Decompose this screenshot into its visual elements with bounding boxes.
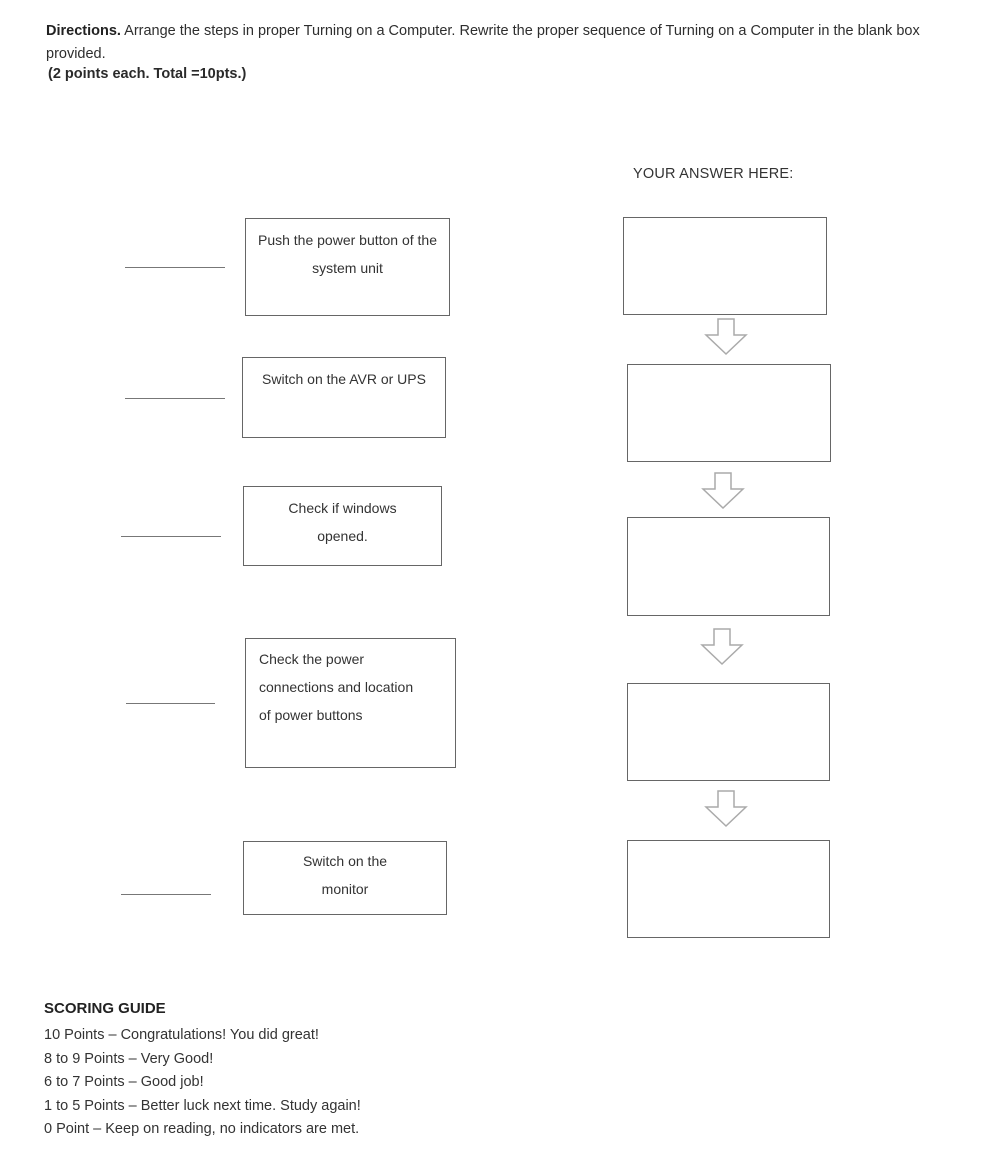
answer-box-1[interactable] (623, 217, 827, 315)
scoring-item: 10 Points – Congratulations! You did gre… (44, 1027, 319, 1043)
answer-blank-3[interactable] (121, 536, 221, 537)
step-box-windows-opened: Check if windows opened. (243, 486, 442, 566)
answer-section-label: YOUR ANSWER HERE: (633, 166, 794, 182)
scoring-item: 0 Point – Keep on reading, no indicators… (44, 1121, 360, 1137)
scoring-item: 6 to 7 Points – Good job! (44, 1074, 204, 1090)
down-arrow-icon (700, 628, 744, 666)
scoring-guide-title: SCORING GUIDE (44, 1000, 166, 1017)
answer-box-3[interactable] (627, 517, 830, 616)
directions-body: Arrange the steps in proper Turning on a… (46, 23, 920, 62)
step-box-power-connections: Check the power connections and location… (245, 638, 456, 768)
answer-blank-1[interactable] (125, 267, 225, 268)
down-arrow-icon (701, 472, 745, 510)
down-arrow-icon (704, 318, 748, 356)
step-box-monitor: Switch on the monitor (243, 841, 447, 915)
directions-text: Directions. Arrange the steps in proper … (46, 20, 956, 66)
scoring-guide-list: 10 Points – Congratulations! You did gre… (44, 1024, 361, 1142)
scoring-item: 8 to 9 Points – Very Good! (44, 1050, 214, 1067)
answer-box-5[interactable] (627, 840, 830, 938)
answer-blank-2[interactable] (125, 398, 225, 399)
answer-blank-5[interactable] (121, 894, 211, 895)
answer-box-2[interactable] (627, 364, 831, 462)
step-box-power-button: Push the power button of the system unit (245, 218, 450, 316)
answer-blank-4[interactable] (126, 703, 215, 704)
scoring-item: 1 to 5 Points – Better luck next time. S… (44, 1097, 361, 1114)
answer-box-4[interactable] (627, 683, 830, 781)
directions-label: Directions. (46, 23, 121, 39)
points-note: (2 points each. Total =10pts.) (48, 66, 247, 82)
down-arrow-icon (704, 790, 748, 828)
step-box-avr-ups: Switch on the AVR or UPS (242, 357, 446, 438)
